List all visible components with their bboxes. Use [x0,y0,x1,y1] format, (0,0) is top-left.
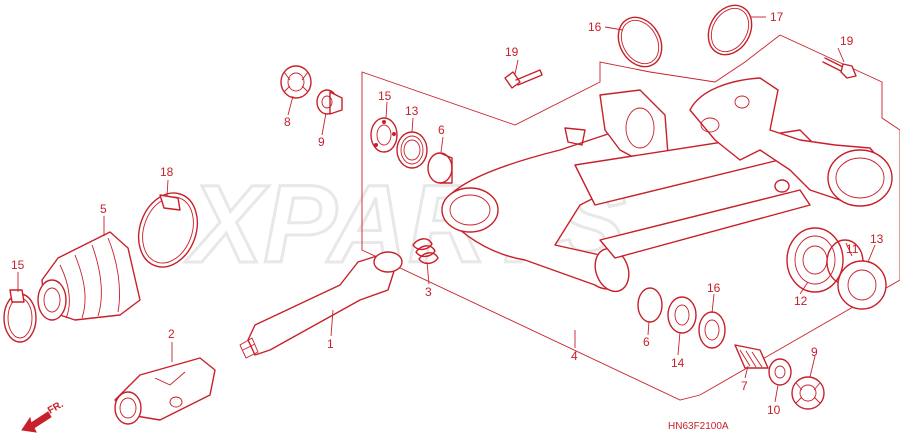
callout-12: 12 [794,294,808,308]
pivot-collar-7 [734,344,769,369]
assembly-frame [361,34,900,401]
pivot-bolt-right [822,57,857,79]
callout-16-left: 16 [588,20,602,34]
callout-labels: 8 9 15 13 6 19 16 17 19 18 5 15 3 1 2 4 … [11,10,884,417]
boot-band-18 [137,192,199,268]
seal-14 [837,260,887,310]
diagram-code: HN63F2100A [668,421,729,432]
callout-10: 10 [767,403,781,417]
pivot-bolt-left [504,69,543,89]
pivot-cap-left [427,152,453,184]
callout-15-right: 16 [707,281,721,295]
callout-9-right: 9 [811,345,818,359]
o-ring-left [617,16,663,68]
callout-14: 13 [870,232,884,246]
bearing-holder-12 [786,227,844,293]
callout-13-left: 13 [405,104,419,118]
spring-3 [412,238,439,265]
drive-boot [37,231,141,321]
dust-seal-left [370,117,398,153]
callout-3: 3 [425,285,432,299]
callout-6-right: 6 [643,335,650,349]
callout-8: 9 [318,135,325,149]
callout-19-left: 19 [505,45,519,59]
callout-7: 7 [741,379,748,393]
callout-1: 1 [327,337,334,351]
front-label: FR. [46,399,66,417]
callout-9-left: 8 [284,115,291,129]
lock-nut-left [280,65,312,99]
callout-4: 4 [571,349,578,363]
callout-19-right: 19 [840,34,854,48]
dust-seal-right [698,311,726,349]
callout-11: 11 [846,242,859,256]
callout-5: 5 [100,202,107,216]
callout-13-right: 14 [671,356,685,370]
bearing-left [396,131,428,169]
swingarm [441,77,893,293]
pivot-adjust-bolt-left [316,89,343,115]
lock-nut-right [791,376,825,410]
front-arrow-icon [21,411,52,433]
front-direction-indicator: FR. [21,399,66,433]
callout-2: 2 [168,327,175,341]
callout-16-right: 17 [770,10,784,24]
boot-band-17 [3,289,37,343]
o-ring-right [707,4,753,56]
callout-6-left: 6 [438,123,445,137]
callout-15-left: 15 [378,89,392,103]
universal-joint [114,357,216,425]
leader-lines [17,16,876,403]
pivot-adjust-bolt-right [768,358,792,386]
propeller-shaft [239,251,403,359]
bearing-right [667,296,697,334]
callout-17: 15 [11,258,25,272]
callout-18: 18 [160,165,174,179]
pivot-cap-right [637,287,663,323]
